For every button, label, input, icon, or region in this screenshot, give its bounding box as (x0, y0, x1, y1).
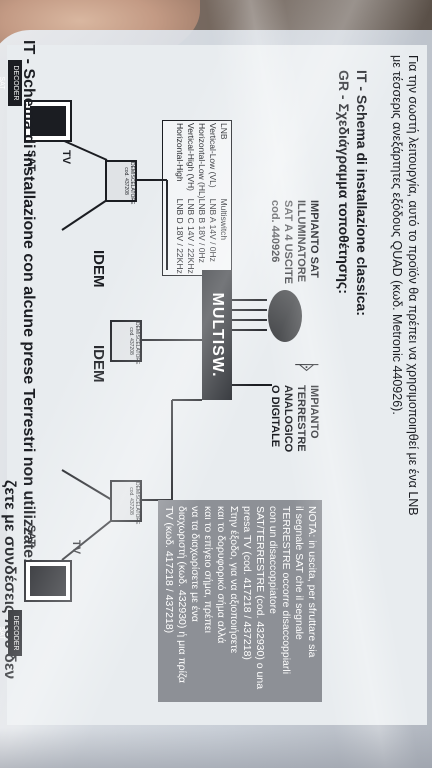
tv-label-right: TV (70, 540, 82, 555)
footer-line-1: IT - Schema di installazione con alcune … (20, 40, 37, 564)
idem-label-2: IDEM (90, 345, 107, 383)
footer-line-2: ζετε με συνδέσεις που δεν (1, 480, 18, 680)
splitter-2: DEMISCELATORE cod. 437208 (110, 320, 142, 364)
idem-label-1: IDEM (90, 250, 107, 288)
tv-label-left: TV (60, 150, 72, 165)
bag-bottom-edge (0, 728, 432, 768)
splitter-3: DEMISCELATORE cod. 437208 (110, 480, 142, 524)
tv-icon-right (24, 560, 72, 602)
splitter-1: DEMISCELATORE cod. 437208 (105, 160, 137, 204)
